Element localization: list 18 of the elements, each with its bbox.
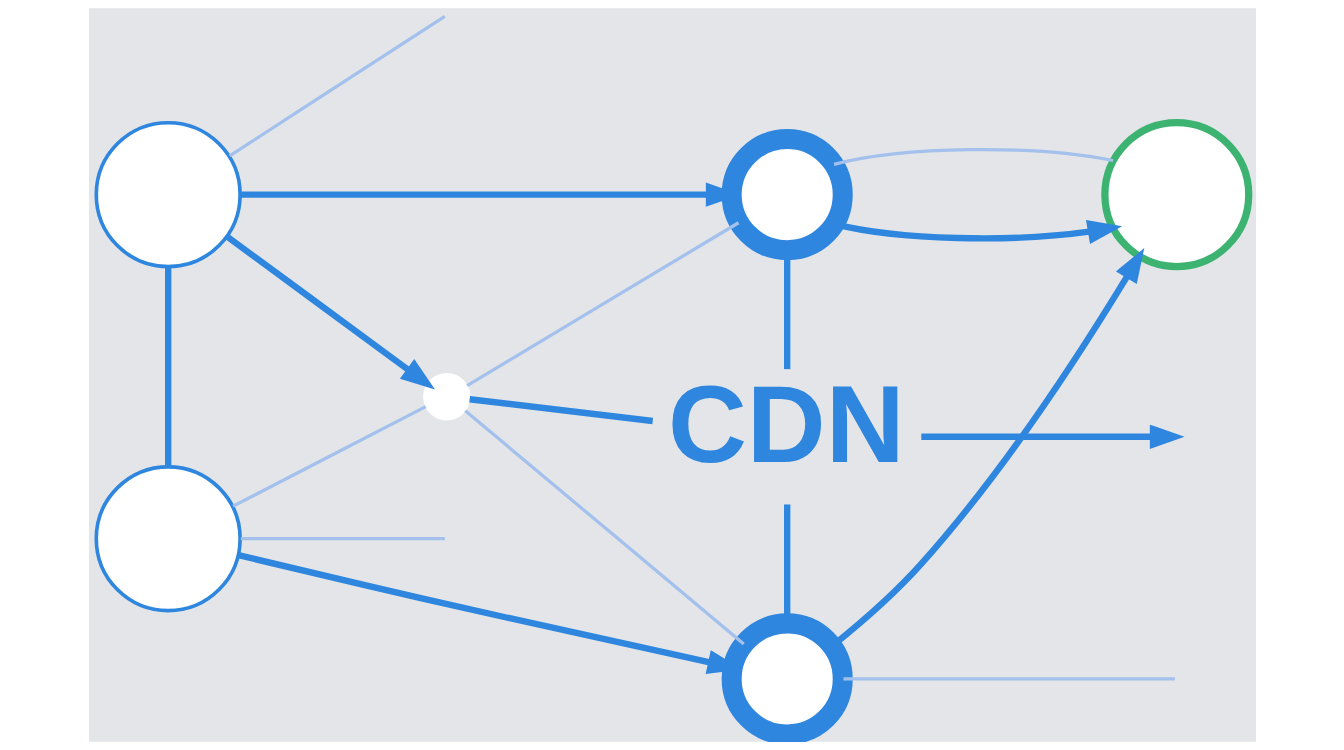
- arrow: [224, 233, 435, 390]
- connector: [465, 221, 739, 387]
- node-circle: [422, 373, 470, 421]
- node-circle: [93, 120, 242, 269]
- connector: [843, 677, 1175, 681]
- node-circle: [721, 613, 853, 742]
- connector: [468, 396, 653, 425]
- node-circle: [1100, 119, 1252, 271]
- node-circle: [721, 129, 853, 261]
- connector: [164, 266, 171, 467]
- connector: [228, 14, 446, 158]
- connector: [231, 405, 426, 508]
- connector: [240, 537, 445, 541]
- node-circle: [93, 465, 242, 613]
- node-text: CDN: [667, 363, 905, 486]
- connector: [463, 409, 745, 646]
- connector: [833, 148, 1113, 167]
- arrow: [920, 424, 1184, 449]
